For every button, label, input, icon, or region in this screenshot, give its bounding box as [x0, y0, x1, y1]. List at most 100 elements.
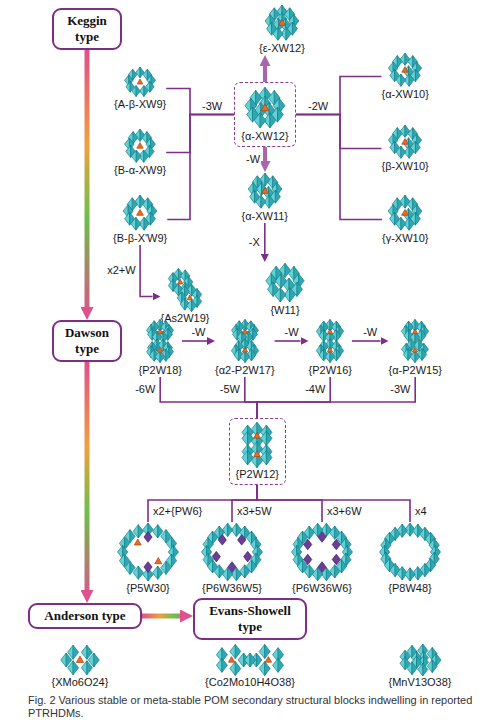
transition-arrow: [85, 362, 90, 590]
hetero-polyhedron: [244, 551, 252, 562]
hetero-polyhedron: [212, 551, 220, 562]
type-box: Evans-Showell type: [193, 598, 307, 640]
tetrahedron: [187, 295, 192, 300]
octahedron-face: [416, 69, 421, 81]
octahedron-face: [185, 286, 190, 298]
octahedron-face: [297, 560, 302, 573]
octahedron-face: [230, 662, 236, 676]
octahedron-face: [126, 81, 130, 92]
octahedron-face: [228, 523, 233, 536]
structure-block: {γ-XW10}: [382, 194, 428, 245]
octahedron: [396, 217, 406, 230]
octahedron-face: [234, 349, 239, 361]
type-name: Evans-Showell type: [200, 603, 300, 635]
octahedron-face: [346, 553, 351, 566]
structure-block: {As2W19}: [161, 268, 210, 325]
relation-connector: [166, 115, 234, 153]
octahedron-face: [142, 132, 147, 144]
octahedron-face: [168, 280, 173, 292]
octahedron: [222, 523, 232, 536]
tetrahedron: [134, 539, 141, 545]
structure-label: {α-P2W15}: [389, 364, 442, 377]
octahedron-face: [286, 27, 291, 40]
octahedron: [242, 431, 253, 445]
structure-label: {β-XW10}: [382, 160, 429, 173]
transition-arrow: [142, 614, 180, 619]
structure-block: {α-XW11}: [242, 172, 289, 223]
octahedron-face: [222, 568, 227, 581]
polyhedra-illustration: [262, 262, 308, 304]
octahedron-face: [397, 128, 402, 140]
octahedron-face: [166, 537, 171, 550]
octahedron: [254, 113, 266, 128]
hetero-polyhedron: [228, 562, 236, 573]
octahedron-face: [405, 568, 410, 581]
octahedron-face: [81, 645, 87, 659]
hetero-polyhedron: [304, 539, 312, 550]
step-label: x4: [414, 505, 428, 518]
structure-block: {P2W18}: [139, 318, 182, 377]
tetrahedron: [137, 209, 144, 215]
octahedron-face: [413, 524, 418, 537]
octahedron-face: [133, 132, 138, 144]
structure-block: {B-α-XW9}: [114, 128, 166, 177]
octahedron-face: [136, 150, 141, 162]
octahedron-face: [252, 560, 257, 573]
octahedron-face: [267, 450, 273, 465]
octahedron-face: [73, 645, 79, 659]
step-label: x2+{PW6}: [152, 505, 203, 518]
hetero-polyhedron: [318, 562, 326, 573]
octahedron-face: [427, 660, 432, 673]
octahedron-face: [278, 27, 283, 40]
structure-block: {α-P2W15}: [389, 318, 442, 377]
octahedron-face: [420, 527, 425, 540]
octahedron: [240, 565, 250, 578]
octahedron-face: [173, 545, 178, 558]
octahedron-face: [244, 653, 250, 667]
octahedron-face: [337, 330, 342, 342]
octahedron-face: [290, 288, 296, 302]
octahedron: [132, 86, 140, 97]
step-label: -3W: [201, 100, 223, 113]
octahedron-face: [248, 450, 254, 465]
structure-label: {γ-XW10}: [382, 232, 428, 245]
octahedron: [187, 300, 196, 312]
polyhedra-illustration: [239, 422, 275, 468]
tetrahedron: [137, 79, 143, 84]
octahedron-face: [260, 113, 266, 128]
octahedron-face: [222, 658, 228, 672]
hetero-polyhedron: [304, 554, 312, 565]
structure-label: {XMo6O24}: [52, 676, 109, 689]
hetero-polyhedron: [332, 554, 340, 565]
octahedron-face: [126, 145, 131, 157]
hetero-polyhedron: [218, 535, 226, 546]
tetrahedron: [242, 329, 247, 334]
structure-label: {P2W16}: [309, 364, 352, 377]
octahedron-face: [119, 554, 124, 567]
octahedron-face: [144, 86, 148, 97]
structure-block: {B-β-X'W9}: [113, 194, 167, 245]
polyhedra-illustration: [122, 128, 158, 164]
type-name: Keggin type: [59, 13, 115, 45]
octahedron-face: [238, 653, 244, 667]
relation-connector: [245, 377, 257, 418]
octahedron-face: [270, 113, 276, 128]
polyhedra-illustration: [115, 522, 181, 582]
octahedron: [418, 348, 427, 360]
octahedron-face: [390, 69, 395, 81]
hetero-polyhedron: [332, 539, 340, 550]
relation-connector: [263, 147, 267, 161]
octahedron: [251, 653, 262, 667]
octahedron-face: [187, 300, 192, 312]
octahedron-face: [409, 74, 414, 86]
tetrahedron: [413, 329, 418, 334]
tetrahedron: [254, 432, 261, 438]
octahedron-face: [138, 566, 143, 579]
octahedron-face: [247, 107, 253, 122]
octahedron-face: [261, 431, 267, 445]
octahedron-face: [61, 653, 66, 667]
octahedron-face: [153, 566, 158, 579]
octahedron-face: [395, 527, 400, 540]
octahedron-face: [130, 530, 135, 543]
octahedron-face: [381, 552, 386, 565]
